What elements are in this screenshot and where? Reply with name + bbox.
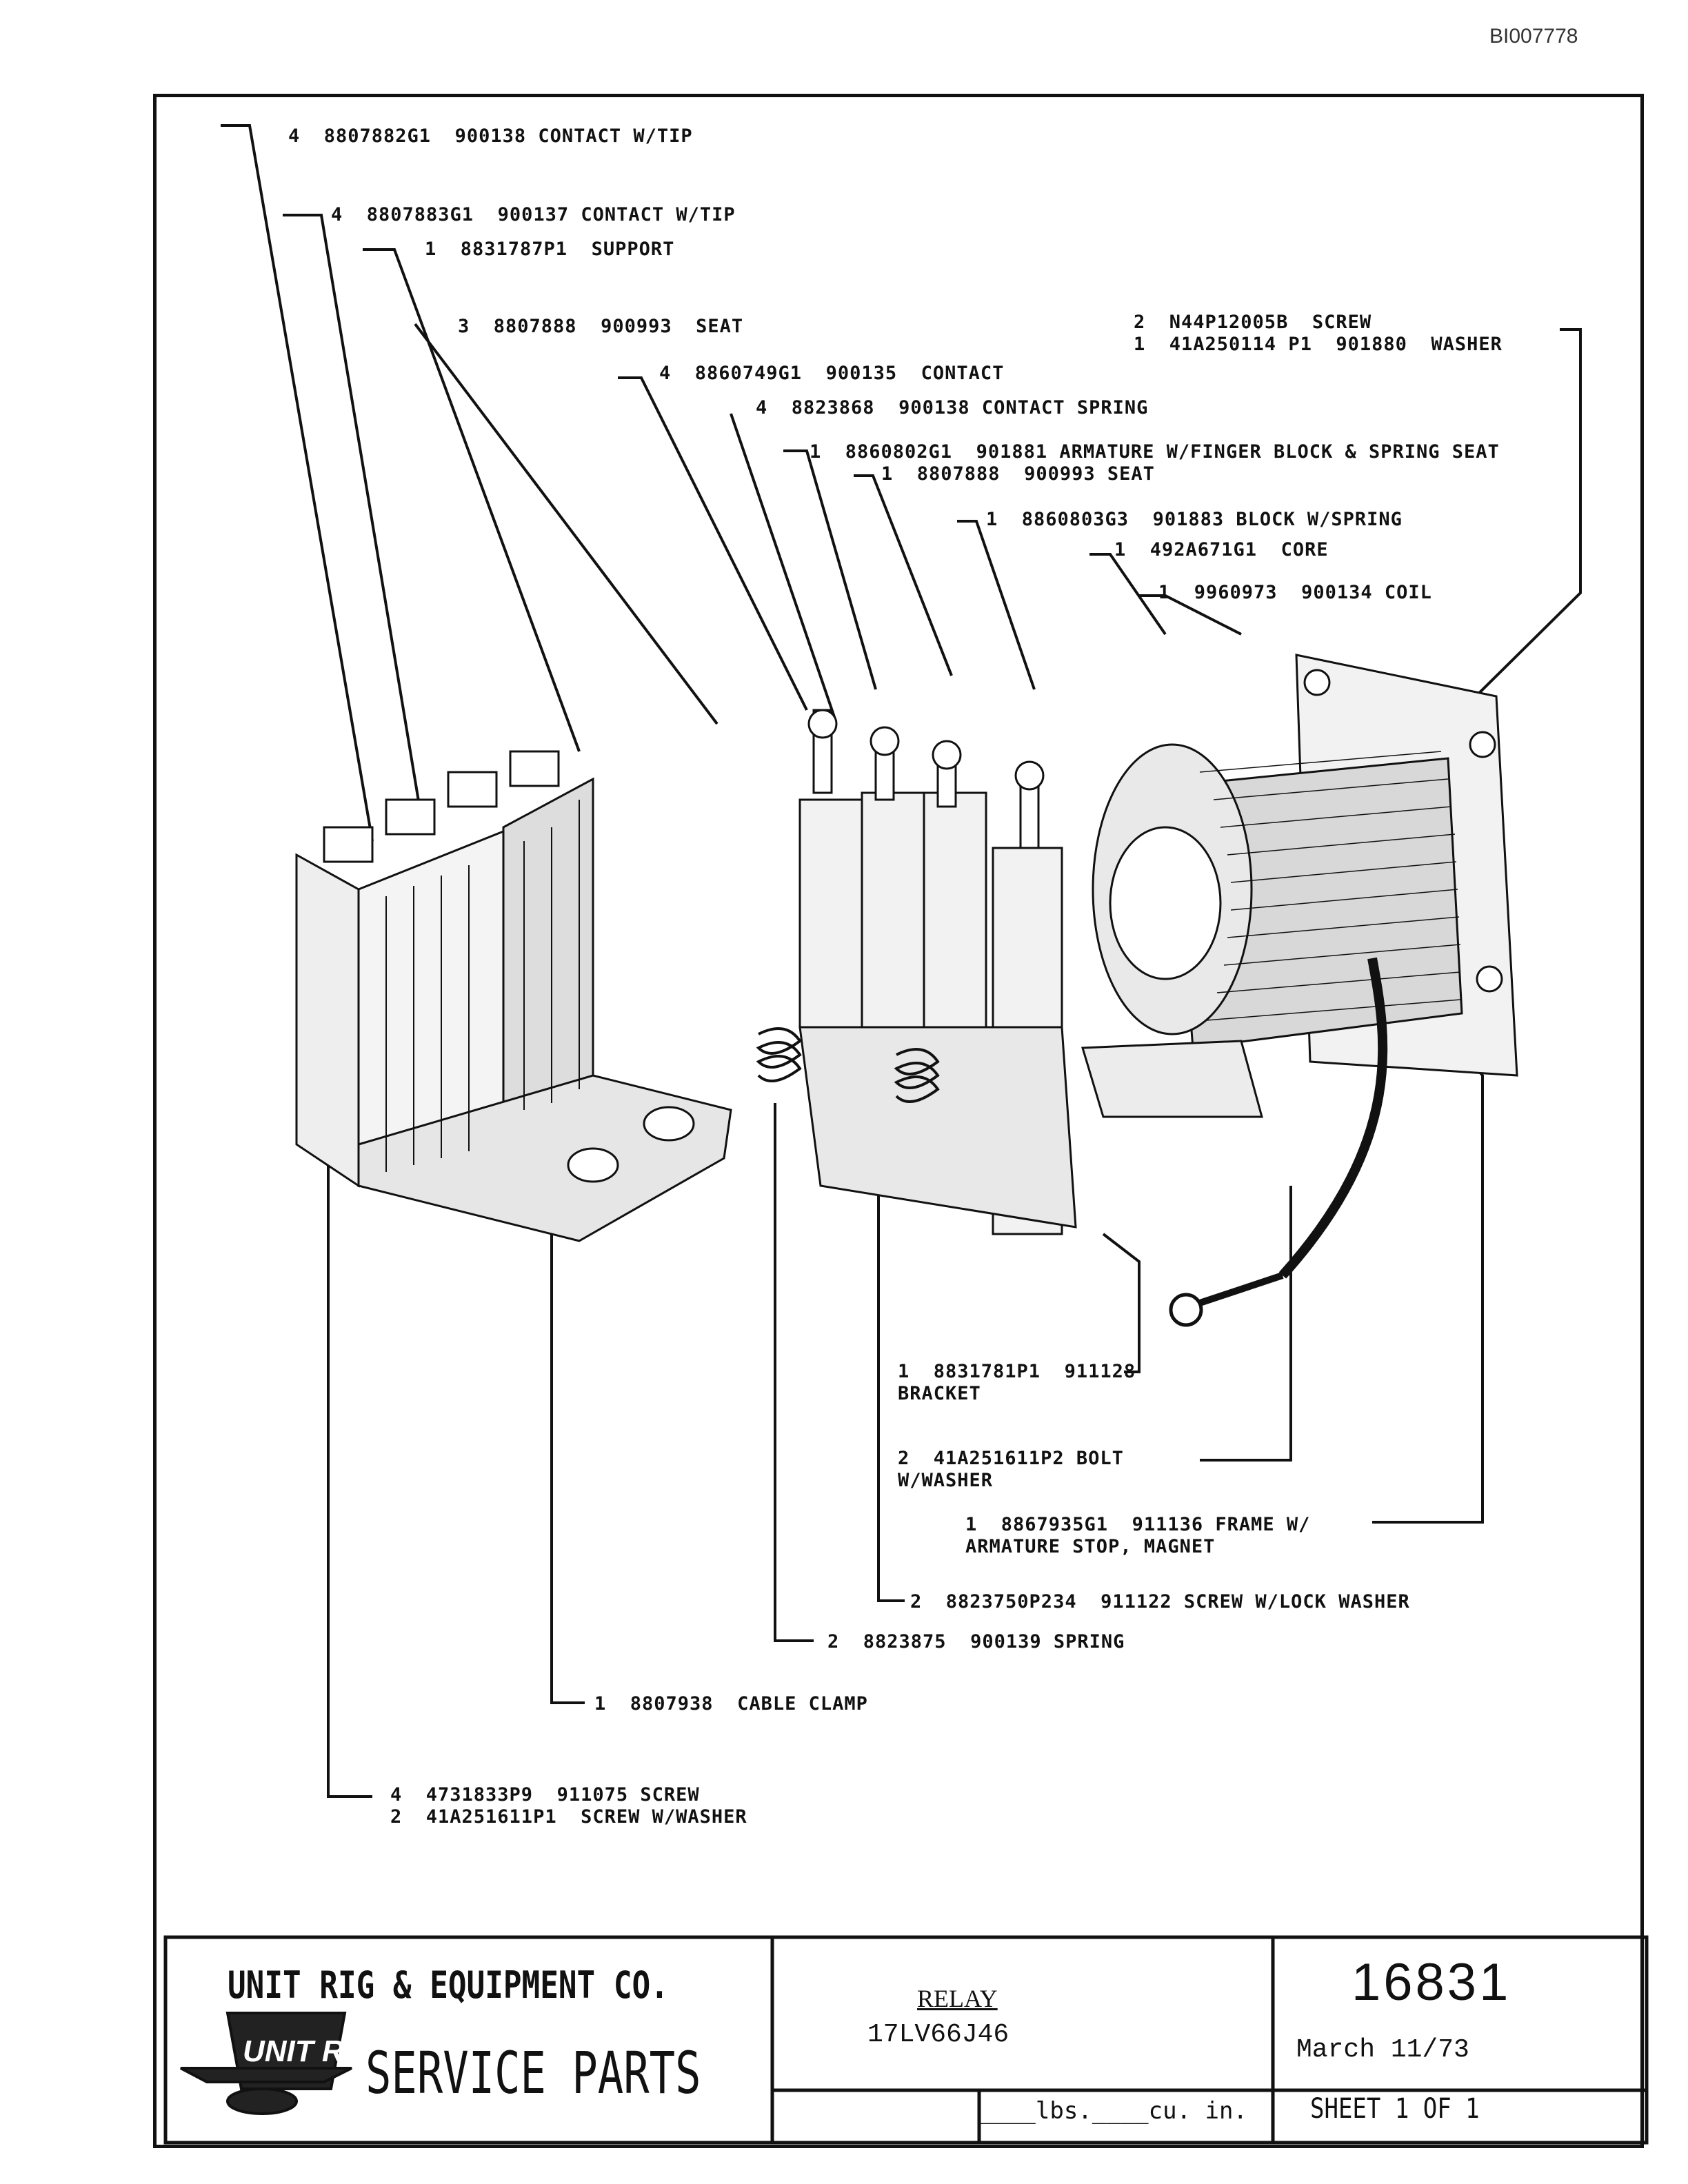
callout-cable-clamp: 1 8807938 CABLE CLAMP	[594, 1693, 868, 1715]
leader-line	[1200, 1186, 1292, 1462]
company-name: UNIT RIG & EQUIPMENT CO.	[228, 1963, 669, 2007]
callout-coil: 1 9960973 900134 COIL	[1158, 582, 1432, 603]
callout-washer: 1 41A250114 P1 901880 WASHER	[1134, 334, 1503, 355]
drawing-number: 16831	[1352, 1953, 1511, 2012]
callout-block-w-spring: 1 8860803G3 901883 BLOCK W/SPRING	[986, 509, 1403, 530]
leader-line	[854, 474, 953, 676]
leader-line	[414, 323, 719, 725]
callout-screw-lock-washer: 2 8823750P234 911122 SCREW W/LOCK WASHER	[910, 1591, 1410, 1612]
callout-screw-w-washer: 2 41A251611P1 SCREW W/WASHER	[390, 1806, 747, 1828]
leader-line	[1372, 1026, 1484, 1524]
callout-screw-2: 4 4731833P9 911075 SCREW	[390, 1784, 700, 1806]
leader-line	[1089, 553, 1167, 636]
document-id: BI007778	[1489, 25, 1578, 48]
leader-line	[283, 214, 422, 814]
drawing-date: March 11/73	[1296, 2035, 1469, 2065]
callout-seat-2: 1 8807888 900993 SEAT	[881, 463, 1155, 485]
callout-screw: 2 N44P12005B SCREW	[1134, 312, 1372, 333]
callout-core: 1 492A671G1 CORE	[1114, 539, 1329, 560]
callout-frame: 1 8867935G1 911136 FRAME W/	[965, 1514, 1311, 1535]
leader-line	[730, 413, 836, 718]
callout-bracket: BRACKET	[898, 1383, 981, 1404]
callout-bolt: 2 41A251611P2 BOLT	[898, 1448, 1124, 1469]
callout-contact-w-tip-882: 4 8807882G1 900138 CONTACT W/TIP	[288, 125, 693, 147]
service-parts-heading: SERVICE PARTS	[365, 2039, 701, 2107]
leader-line	[1102, 1233, 1141, 1373]
callout-contact-w-tip-883: 4 8807883G1 900137 CONTACT W/TIP	[331, 204, 736, 225]
leader-line	[1138, 594, 1242, 636]
sheet-number: SHEET 1 OF 1	[1310, 2093, 1480, 2125]
part-name: RELAY	[917, 1985, 998, 2012]
callout-bracket-part: 1 8831781P1 911128	[898, 1361, 1136, 1382]
leader-line	[783, 449, 877, 690]
leader-line	[550, 1227, 585, 1704]
coil-frame	[1081, 654, 1518, 1118]
callout-support: 1 8831787P1 SUPPORT	[425, 239, 675, 260]
title-block-grid	[163, 1935, 1649, 2145]
leader-line	[363, 248, 581, 752]
callout-bolt-washer: W/WASHER	[898, 1470, 994, 1491]
model-number: 17LV66J46	[867, 2020, 1009, 2050]
ring-terminal	[1169, 1293, 1203, 1327]
callout-seat: 3 8807888 900993 SEAT	[458, 316, 744, 337]
svg-text:UNIT RIG: UNIT RIG	[243, 2034, 376, 2068]
leader-line	[221, 124, 374, 842]
callout-spring: 2 8823875 900139 SPRING	[827, 1631, 1125, 1652]
drawing-border	[153, 94, 1644, 2148]
springs	[756, 1027, 940, 1103]
leader-line	[618, 376, 808, 711]
callout-armature: 1 8860802G1 901881 ARMATURE W/FINGER BLO…	[810, 441, 1500, 463]
leader-line	[327, 1110, 372, 1798]
coil-lead-wire	[1278, 957, 1388, 1279]
unit-rig-logo: UNIT RIG	[180, 2012, 376, 2115]
leader-line	[957, 520, 1036, 690]
callout-contact-spring: 4 8823868 900138 CONTACT SPRING	[756, 397, 1149, 418]
weight-volume-field: ____lbs.____cu. in.	[979, 2097, 1247, 2125]
leader-line	[774, 1103, 814, 1642]
callout-contact: 4 8860749G1 900135 CONTACT	[659, 363, 1005, 384]
support-assembly	[295, 750, 732, 1242]
armature-assembly	[798, 709, 1077, 1235]
leader-line	[877, 1075, 905, 1602]
callout-frame-desc: ARMATURE STOP, MAGNET	[965, 1536, 1216, 1557]
leader-line	[1460, 328, 1582, 711]
